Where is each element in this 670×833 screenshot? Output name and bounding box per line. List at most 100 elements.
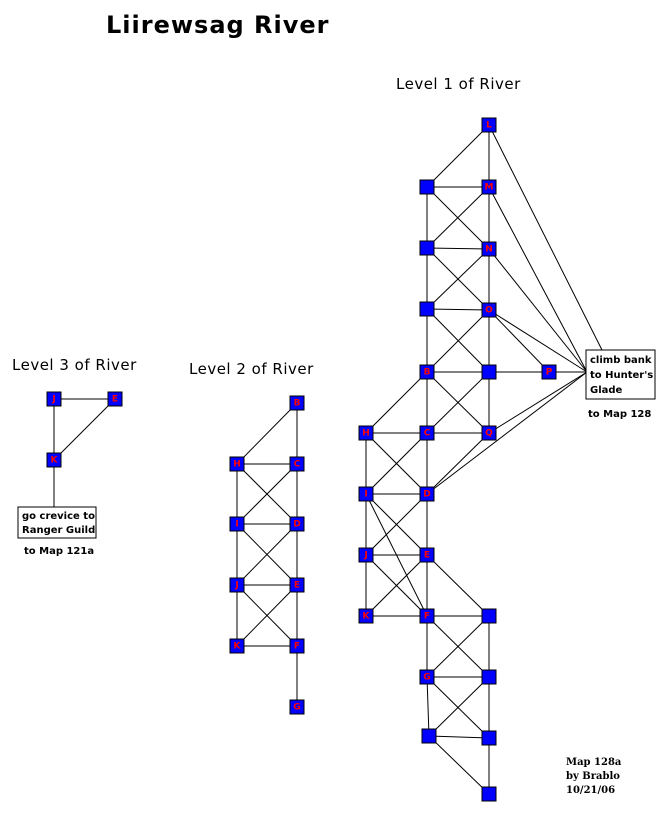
room-square	[229, 456, 245, 472]
room-l1-J: J	[358, 547, 374, 563]
room-square	[289, 395, 305, 411]
room-square	[481, 302, 497, 318]
edge-l1-M-x-hunt	[488, 186, 588, 373]
room-square	[481, 179, 497, 195]
room-label: H	[362, 429, 370, 439]
level-1-title: Level 1 of River	[396, 75, 521, 93]
edge-l1-u7-l1-u8	[428, 735, 490, 739]
edge-l1-N-x-hunt	[488, 248, 588, 373]
room-label: N	[485, 245, 493, 255]
room-square	[419, 608, 435, 624]
room-square	[289, 456, 305, 472]
room-square	[419, 425, 435, 441]
edge-l1-L-x-hunt-top	[488, 124, 604, 353]
edge-l1-C-l1-I	[365, 432, 428, 495]
room-square	[481, 669, 497, 685]
exit-ranger-guild-line-2: Ranger Guild	[22, 525, 95, 536]
edge-l1-u6-l1-u7	[428, 676, 490, 737]
exit-hunters-glade-line-3: Glade	[590, 385, 623, 396]
room-square	[419, 179, 435, 195]
room-label: H	[233, 460, 241, 470]
room-l1-u7	[421, 728, 437, 744]
room-label: E	[424, 551, 430, 561]
edge-l1-O-l1-B	[426, 309, 490, 373]
room-label: Q	[485, 429, 493, 439]
room-label: E	[112, 395, 118, 405]
edge-l1-M-l1-u2	[426, 186, 490, 249]
room-square	[419, 669, 435, 685]
room-square	[46, 391, 62, 407]
room-l2-K: K	[229, 638, 245, 654]
room-l1-D: D	[419, 486, 435, 502]
room-square	[358, 608, 374, 624]
room-square	[481, 117, 497, 133]
level-3-title: Level 3 of River	[12, 356, 137, 374]
room-square	[229, 638, 245, 654]
room-square	[481, 608, 497, 624]
room-l1-u4	[481, 364, 497, 380]
room-l3-K: K	[46, 452, 62, 468]
room-l2-E: E	[289, 577, 305, 593]
room-label: J	[234, 581, 238, 591]
room-square	[419, 364, 435, 380]
room-label: K	[51, 456, 59, 466]
exit-hunters-glade-line-1: climb bank	[590, 355, 652, 366]
edge-l1-D-x-hunt	[426, 371, 588, 495]
room-l2-F: F	[289, 638, 305, 654]
exit-ranger-guild: go crevice to Ranger Guild	[17, 506, 97, 539]
room-square	[358, 425, 374, 441]
room-l1-G: G	[419, 669, 435, 685]
credit-author: by Brablo	[566, 771, 620, 782]
room-label: J	[363, 551, 367, 561]
room-square	[46, 452, 62, 468]
room-l1-u3	[419, 301, 435, 317]
edge-l1-Q-l1-D	[426, 432, 490, 495]
exit-hunters-glade: climb bank to Hunter's Glade	[585, 349, 656, 400]
room-label: D	[293, 520, 300, 530]
room-l1-u5	[481, 608, 497, 624]
room-l1-H: H	[358, 425, 374, 441]
room-label: E	[294, 581, 300, 591]
edge-l1-D-l1-J	[365, 493, 428, 556]
room-l2-J: J	[229, 577, 245, 593]
room-square	[419, 301, 435, 317]
room-label: C	[294, 460, 301, 470]
credit-map-number: Map 128a	[566, 757, 622, 768]
room-l1-u9	[481, 786, 497, 802]
edge-l1-Q-x-hunt	[488, 371, 588, 434]
room-square	[289, 516, 305, 532]
room-l3-J: J	[46, 391, 62, 407]
edge-l1-u4-l1-C	[426, 371, 490, 434]
room-label: G	[423, 673, 430, 683]
room-l1-Q: Q	[481, 425, 497, 441]
room-label: J	[51, 395, 55, 405]
exit-hunters-glade-line-2: to Hunter's	[590, 370, 653, 381]
room-l2-B: B	[289, 395, 305, 411]
room-label: P	[546, 368, 553, 378]
room-l2-H: H	[229, 456, 245, 472]
room-l1-E: E	[419, 547, 435, 563]
edge-l2-C-l2-I	[236, 463, 298, 525]
room-square	[289, 577, 305, 593]
edge-l2-B-l2-H	[236, 402, 298, 465]
edge-l1-u7-l1-u9	[428, 735, 490, 795]
room-square	[481, 364, 497, 380]
edge-l1-G-l1-u7	[426, 676, 430, 737]
room-l2-I: I	[229, 516, 245, 532]
room-l1-M: M	[481, 179, 497, 195]
room-l1-u1	[419, 179, 435, 195]
edge-l2-E-l2-K	[236, 584, 298, 647]
room-l1-u8	[481, 730, 497, 746]
room-label: I	[235, 520, 238, 530]
edge-l3-K-l3-E	[53, 398, 116, 461]
room-square	[229, 516, 245, 532]
room-label: K	[234, 642, 242, 652]
room-label: G	[293, 703, 300, 713]
room-square	[421, 728, 437, 744]
room-l2-C: C	[289, 456, 305, 472]
edge-l1-u5-l1-G	[426, 615, 490, 678]
map-title: Liirewsag River	[106, 11, 330, 39]
room-l1-P: P	[541, 364, 557, 380]
